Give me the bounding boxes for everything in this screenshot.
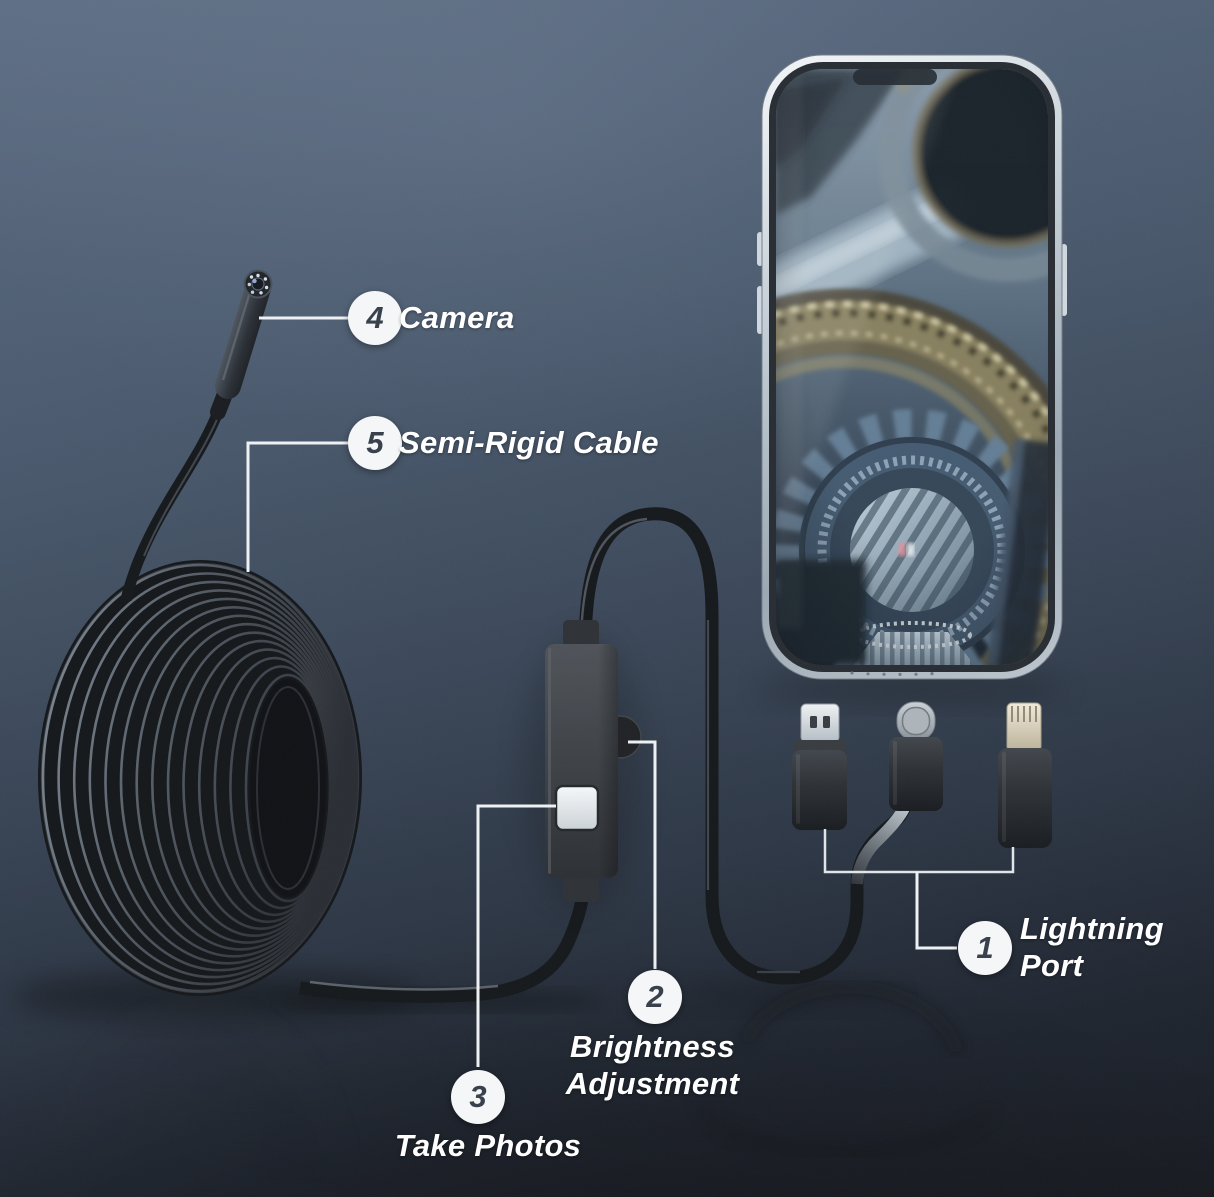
callout-lightning-port-badge: 1 [958, 921, 1012, 975]
callout-take-photos-label: Take Photos [394, 1128, 582, 1163]
callout-lightning-port-label: Lightning Port [1020, 911, 1164, 983]
callout-lightning-port-number: 1 [976, 930, 994, 965]
callout-brightness-adjustment-number: 2 [646, 979, 664, 1014]
callout-camera-label: Camera [399, 300, 515, 335]
callout-semi-rigid-cable-number: 5 [366, 425, 384, 460]
callout-brightness-adjustment-label: Brightness Adjustment [565, 1029, 740, 1101]
callout-take-photos-badge: 3 [451, 1070, 505, 1124]
callout-camera-badge: 4 [348, 291, 402, 345]
callout-take-photos-number: 3 [469, 1079, 487, 1114]
callout-semi-rigid-cable-label: Semi-Rigid Cable [399, 425, 659, 460]
callout-camera-number: 4 [366, 300, 384, 335]
callout-semi-rigid-cable-badge: 5 [348, 416, 402, 470]
callout-brightness-adjustment-badge: 2 [628, 970, 682, 1024]
